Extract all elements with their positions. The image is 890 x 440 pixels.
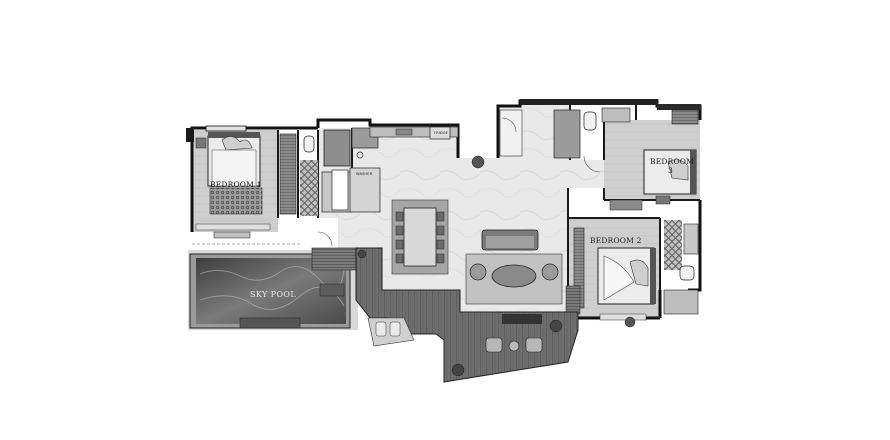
bedroom2-vanity bbox=[663, 289, 699, 315]
armchair-left bbox=[469, 263, 487, 281]
deck-seating bbox=[485, 337, 543, 353]
wall-cap-top-right bbox=[520, 99, 658, 105]
bedroom1-bench bbox=[213, 231, 251, 239]
bedroom2-bath-floor bbox=[664, 220, 682, 270]
pantry bbox=[331, 169, 349, 211]
dining-table bbox=[403, 207, 437, 267]
bedroom2-bed-headboard bbox=[650, 248, 656, 304]
kitchen-counter-top bbox=[369, 126, 459, 138]
living-sofa-seat bbox=[486, 236, 534, 248]
bedroom2-shower bbox=[683, 223, 699, 255]
bedroom2-label: BEDROOM 2 bbox=[590, 236, 642, 245]
bedroom3-label-line1: BEDROOM bbox=[650, 157, 695, 166]
plant-deck-2 bbox=[549, 319, 563, 333]
bedroom2-blanket bbox=[603, 255, 635, 301]
plant-entry bbox=[471, 155, 485, 169]
bedroom1-rug bbox=[209, 187, 263, 215]
entry-door-swing bbox=[501, 117, 517, 133]
washer-label: WASHER bbox=[356, 172, 373, 176]
bedroom3-closet bbox=[671, 109, 699, 125]
pool-steps bbox=[319, 283, 345, 297]
bedroom3-toilet bbox=[583, 111, 597, 131]
plant-deck-3 bbox=[357, 249, 367, 259]
plant-bedroom2 bbox=[624, 316, 636, 328]
bedroom3-bath-floor bbox=[553, 109, 581, 159]
armchair-right bbox=[541, 263, 559, 281]
bedroom1-sink bbox=[323, 129, 351, 167]
bedroom3-nightstand bbox=[655, 195, 671, 205]
bedroom3-bed-headboard bbox=[690, 150, 696, 194]
kitchen-sink bbox=[395, 128, 413, 136]
bedroom1-toilet bbox=[303, 135, 315, 153]
bedroom3-pillows bbox=[667, 159, 689, 181]
bedroom1-label: BEDROOM 1 bbox=[210, 180, 262, 189]
bedroom2-window-strip bbox=[599, 313, 647, 321]
bedroom1-blanket bbox=[211, 149, 257, 187]
balcony-stairs bbox=[311, 247, 357, 271]
deck-dark-step bbox=[502, 314, 542, 324]
bedroom1-window-strip bbox=[195, 223, 271, 231]
bedroom2-pillows bbox=[629, 259, 649, 287]
fridge bbox=[429, 126, 451, 140]
bedroom1-bed-headboard bbox=[208, 132, 260, 138]
door-swing-bath1 bbox=[317, 231, 333, 247]
wall-cap-right bbox=[657, 104, 701, 110]
deck-lounge-chairs bbox=[375, 321, 401, 337]
bedroom2-toilet bbox=[679, 265, 695, 281]
coffee-table bbox=[491, 264, 537, 288]
plant-deck-1 bbox=[451, 363, 465, 377]
door-swing-living bbox=[583, 155, 601, 173]
fridge-label: FRIDGE bbox=[434, 131, 449, 135]
stove-burner bbox=[356, 151, 364, 159]
bedroom1-bath-floor bbox=[300, 160, 318, 216]
bedroom3-label-line2: 3 bbox=[668, 166, 673, 175]
pool-ledge bbox=[239, 317, 301, 329]
bedroom3-sink bbox=[601, 107, 631, 123]
bedroom1-pillows bbox=[221, 136, 253, 151]
bedroom1-nightstand-left bbox=[195, 137, 207, 149]
dining-chairs bbox=[395, 211, 445, 264]
bedroom2-stairs bbox=[565, 285, 581, 315]
pool-label: SKY POOL bbox=[250, 290, 297, 299]
wall-cap-bedroom1-left bbox=[186, 128, 194, 142]
bedroom1-closet bbox=[279, 133, 297, 215]
washer bbox=[349, 167, 381, 213]
bedroom3-dresser bbox=[609, 199, 643, 211]
window-bedroom1 bbox=[205, 125, 247, 132]
entry-corridor bbox=[499, 109, 523, 157]
